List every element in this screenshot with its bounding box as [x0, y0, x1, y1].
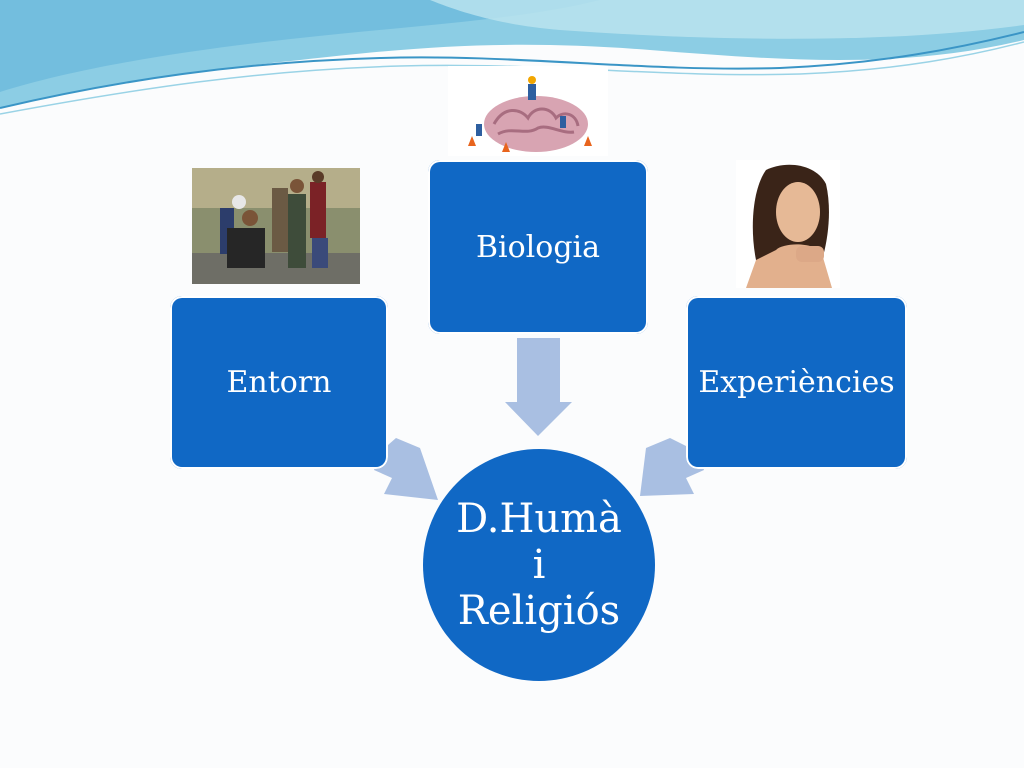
node-biologia: Biologia [428, 160, 648, 334]
node-entorn: Entorn [170, 296, 388, 469]
center-label-line1: D.Humà [456, 496, 622, 542]
arrow-down-from-biologia [505, 338, 572, 436]
node-entorn-label: Entorn [226, 365, 332, 400]
node-biologia-label: Biologia [475, 229, 601, 265]
center-label-line3: Religiós [457, 588, 621, 634]
center-node-circle: D.Humà i Religiós [423, 449, 655, 681]
group-of-teenagers-photo [192, 168, 360, 284]
node-experiencies-label: Experiències [698, 365, 895, 400]
brain-with-workers-photo [448, 66, 608, 156]
arrow-from-entorn [374, 438, 438, 500]
node-experiencies: Experiències [686, 296, 907, 469]
center-label-line2: i [532, 542, 546, 588]
pensive-girl-photo [736, 160, 840, 288]
